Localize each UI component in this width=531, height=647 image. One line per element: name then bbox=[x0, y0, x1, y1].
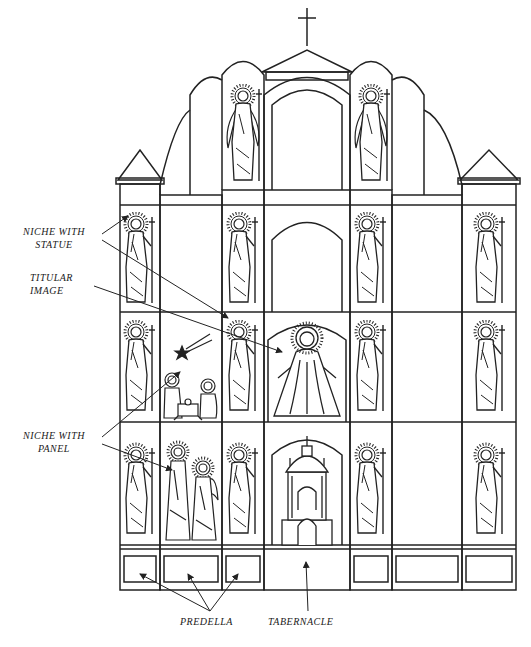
annunciation-panel bbox=[166, 442, 218, 540]
leader-line bbox=[306, 562, 308, 611]
leader-line bbox=[210, 574, 238, 611]
callout-label: TABERNACLE bbox=[268, 616, 333, 629]
retablo-frame bbox=[116, 8, 520, 590]
leader-line bbox=[102, 372, 180, 437]
nativity-panel bbox=[164, 334, 217, 420]
callout-label: NICHE WITH STATUE bbox=[14, 226, 94, 251]
leader-line bbox=[140, 574, 210, 611]
titular-figure bbox=[274, 323, 340, 416]
callout-label: TITULAR IMAGE bbox=[30, 272, 88, 297]
leader-line bbox=[94, 286, 282, 352]
statue-figures bbox=[125, 85, 505, 534]
leader-line bbox=[188, 574, 210, 611]
leader-line bbox=[102, 216, 128, 234]
callout-label: NICHE WITH PANEL bbox=[14, 430, 94, 455]
tabernacle-drawing bbox=[282, 436, 332, 545]
leader-line bbox=[102, 444, 172, 470]
leader-lines bbox=[94, 216, 308, 611]
callout-label: PREDELLA bbox=[180, 616, 233, 629]
leader-line bbox=[102, 240, 228, 318]
